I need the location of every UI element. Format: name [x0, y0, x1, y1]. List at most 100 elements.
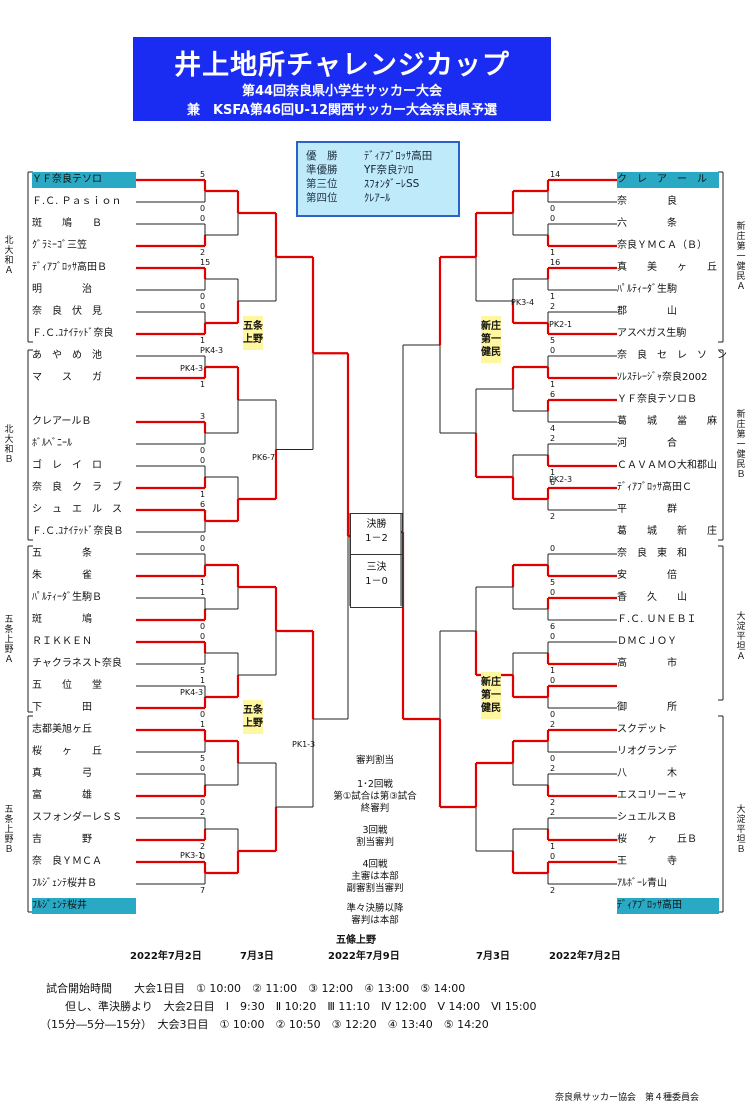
- score-left: 15: [200, 258, 211, 267]
- final-box: 決勝 1－2 三決 1－0: [350, 513, 403, 608]
- group-label-left: 五条上野Ｂ: [4, 805, 14, 855]
- score-right: 2: [550, 720, 556, 729]
- schedule-line: 但し、準決勝より 大会2日目 Ⅰ 9:30 Ⅱ 10:20 Ⅲ 11:10 Ⅳ …: [54, 1000, 537, 1013]
- referee-note: 審判は本部: [351, 915, 399, 926]
- team-name-left: 桜 ヶ 丘: [32, 746, 102, 757]
- score-left: 7: [200, 886, 206, 895]
- team-name-left: ゴ レ イ ロ: [32, 460, 102, 471]
- score-left: 0: [200, 798, 206, 807]
- team-name-left: 五 条: [32, 548, 92, 559]
- team-name-left: 奈 良 伏 見: [32, 306, 102, 317]
- score-left: 1: [200, 336, 206, 345]
- score-left: 0: [200, 544, 206, 553]
- score-right: 2: [550, 434, 556, 443]
- referee-note: 審判割当: [355, 755, 394, 766]
- subtitle-2: 兼 KSFA第46回U-12関西サッカー大会奈良県予選: [186, 103, 498, 118]
- score-left: 0: [200, 456, 206, 465]
- team-name-right: ｱﾙﾎﾞｰﾚ青山: [617, 878, 667, 889]
- team-name-right: 御 所: [617, 702, 677, 713]
- subtitle-1: 第44回奈良県小学生サッカー大会: [241, 84, 443, 99]
- team-name-right: ﾊﾟﾙﾃｨｰﾀﾞ生駒: [617, 284, 677, 295]
- pk-label: PK2-1: [549, 320, 573, 329]
- team-name-left: ﾌﾙｼﾞｪﾝﾃ桜井: [32, 898, 136, 914]
- referee-note: 4回戦: [362, 859, 388, 870]
- team-name-right: 河 合: [617, 438, 677, 449]
- score-right: 1: [550, 380, 556, 389]
- third-place-label: 三決: [351, 554, 402, 575]
- score-right: 14: [550, 170, 561, 179]
- score-left: 5: [200, 170, 206, 179]
- team-name-left: 五 位 堂: [32, 680, 102, 691]
- score-left: 2: [200, 808, 206, 817]
- venue-label-left: 五条上野: [243, 700, 263, 734]
- score-left: 0: [200, 302, 206, 311]
- score-right: 2: [550, 808, 556, 817]
- team-name-right: スクデット: [617, 724, 667, 735]
- footer-credit: 奈良県サッカー協会 第４種委員会: [555, 1093, 700, 1103]
- team-name-right: シュエルスＢ: [617, 812, 677, 823]
- score-left: 0: [200, 534, 206, 543]
- team-name-left: 志都美旭ヶ丘: [32, 724, 92, 735]
- team-name-left: シ ュ エ ル ス: [32, 504, 122, 515]
- venue-label-right: 新庄第一健民: [481, 316, 501, 363]
- pk-label: PK4-3: [180, 688, 204, 697]
- date-day2-left: 7月3日: [240, 951, 274, 962]
- score-right: 0: [550, 544, 556, 553]
- team-name-right: 安 倍: [617, 570, 677, 581]
- third-place-score: 1－0: [365, 576, 388, 587]
- team-name-left: ﾎﾞﾙﾍﾞﾆｰﾙ: [32, 438, 72, 449]
- score-right: 1: [550, 666, 556, 675]
- score-right: 2: [550, 764, 556, 773]
- team-name-left: 真 弓: [32, 768, 92, 779]
- score-right: 6: [550, 478, 556, 487]
- score-left: 2: [200, 842, 206, 851]
- score-left: 1: [200, 490, 206, 499]
- team-name-left: ＲＩＫＫＥＮ: [32, 636, 92, 647]
- team-name-right: 桜 ヶ 丘Ｂ: [617, 834, 697, 845]
- score-right: 2: [550, 512, 556, 521]
- group-label-left: 五条上野Ａ: [4, 615, 14, 665]
- team-name-left: Ｆ.Ｃ. Ｐａｓｉｏｎ: [32, 196, 122, 207]
- final-score: 1－2: [365, 533, 388, 544]
- score-right: 16: [550, 258, 561, 267]
- venue-label-left: 五条上野: [243, 316, 263, 350]
- score-right: 5: [550, 578, 556, 587]
- score-right: 0: [550, 214, 556, 223]
- score-right: 2: [550, 302, 556, 311]
- team-name-right: ＣＡＶＡＭＯ大和郡山: [617, 460, 717, 471]
- title-banner: 井上地所チャレンジカップ 第44回奈良県小学生サッカー大会 兼 KSFA第46回…: [133, 37, 551, 121]
- team-name-left: クレアールＢ: [32, 416, 92, 427]
- score-right: 0: [550, 588, 556, 597]
- score-right: 6: [550, 622, 556, 631]
- team-name-right: ＤＭＣＪＯＹ: [617, 636, 677, 647]
- team-name-left: ｸﾞﾗﾐｰｺﾞ三笠: [32, 240, 87, 251]
- team-name-right: 葛 城 當 麻: [617, 416, 717, 427]
- team-name-left: 斑 鳩: [32, 614, 92, 625]
- score-left: 0: [200, 204, 206, 213]
- score-left: 1: [200, 676, 206, 685]
- score-right: 0: [550, 852, 556, 861]
- score-right: 2: [550, 798, 556, 807]
- referee-note: 準々決勝以降: [346, 903, 404, 914]
- score-left: 0: [200, 292, 206, 301]
- result-row: 第四位ｸﾚｱｰﾙ: [306, 192, 391, 204]
- team-name-right: 真 美 ヶ 丘: [617, 262, 717, 273]
- team-name-left: スフォンダーレＳＳ: [32, 812, 122, 823]
- team-name-left: 朱 雀: [32, 570, 92, 581]
- score-right: 0: [550, 204, 556, 213]
- final-venue: 五條上野: [336, 935, 376, 946]
- team-name-right: アスペガス生駒: [617, 328, 687, 339]
- team-name-left: Ｆ.Ｃ.ﾕﾅｲﾃｯﾄﾞ奈良: [32, 328, 114, 339]
- team-name-right: 六 条: [617, 218, 677, 229]
- team-name-right: 高 市: [617, 658, 677, 669]
- date-day2-right: 7月3日: [476, 951, 510, 962]
- team-name-right: ク レ ア ー ル: [617, 172, 719, 188]
- score-left: 0: [200, 764, 206, 773]
- score-right: 1: [550, 292, 556, 301]
- referee-note: 3回戦: [362, 825, 388, 836]
- team-name-left: ﾌﾙｼﾞｪﾝﾃ桜井Ｂ: [32, 878, 97, 889]
- team-name-right: Ｆ.Ｃ. ＵＮＥＢＩ: [617, 614, 697, 625]
- pk-label: PK2-3: [549, 475, 573, 484]
- team-name-right: ＹＦ奈良テソロＢ: [617, 394, 697, 405]
